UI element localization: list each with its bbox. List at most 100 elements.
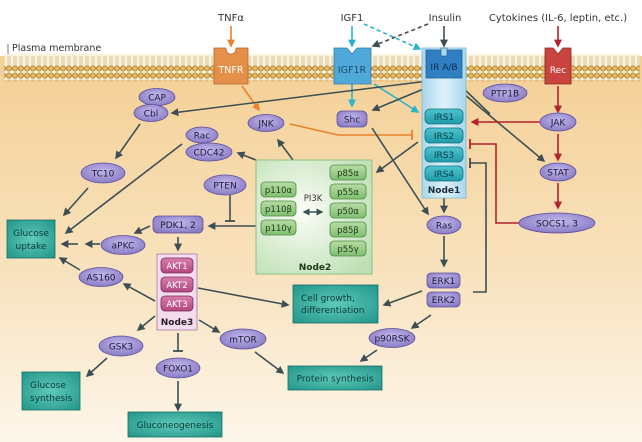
- akt1[interactable]: AKT1: [160, 257, 194, 274]
- protein-mtor[interactable]: mTOR: [219, 328, 267, 350]
- p110-beta-label: p110β: [265, 205, 292, 215]
- p110-beta[interactable]: p110β: [260, 200, 297, 217]
- node1-label: Node1: [428, 186, 461, 196]
- rac-label: Rac: [194, 132, 211, 142]
- cdc42-label: CDC42: [194, 149, 225, 159]
- edge-insulin-igf1r: [371, 23, 429, 48]
- p85-beta[interactable]: p85β: [329, 221, 367, 238]
- socs-label: SOCS1, 3: [536, 220, 578, 230]
- protein-gsk3[interactable]: GSK3: [98, 335, 144, 357]
- akt2-label: AKT2: [166, 281, 187, 291]
- receptor-rec[interactable]: Rec: [544, 47, 572, 85]
- receptor-igf1r[interactable]: IGF1R: [333, 47, 372, 85]
- protein-stat[interactable]: STAT: [539, 162, 577, 182]
- outcome-gluconeogenesis[interactable]: Gluconeogenesis: [127, 411, 223, 438]
- stat-label: STAT: [547, 169, 569, 179]
- irs1[interactable]: IRS1: [424, 108, 464, 125]
- edge-pi3k-cdc42: [236, 151, 257, 161]
- apkc-label: aPKC: [112, 242, 135, 252]
- p85-alpha[interactable]: p85α: [329, 164, 367, 181]
- edge-pdk-apkc: [133, 225, 151, 234]
- outcome-glucose-uptake[interactable]: Glucose uptake: [6, 219, 56, 259]
- protein-pten[interactable]: PTEN: [203, 174, 247, 196]
- erk2-label: ERK2: [432, 296, 456, 306]
- edge-p90rsk-protein-synthesis: [359, 349, 378, 362]
- receptor-tnfr[interactable]: TNFR: [213, 47, 249, 85]
- edge-igf1-ir: [363, 23, 422, 51]
- irs2-label: IRS2: [434, 132, 454, 142]
- protein-tc10[interactable]: TC10: [80, 162, 126, 184]
- edge-akt-gsk3: [136, 315, 156, 332]
- protein-pdk[interactable]: PDK1, 2: [152, 215, 204, 234]
- protein-cap[interactable]: CAP: [138, 88, 176, 106]
- p85-alpha-label: p85α: [337, 169, 359, 179]
- edge-igf1r-irs1: [373, 83, 420, 113]
- igf1r-label: IGF1R: [338, 65, 367, 76]
- protein-rac[interactable]: Rac: [185, 126, 219, 144]
- p55-gamma-label: p55γ: [337, 245, 358, 255]
- ligand-cytokines: Cytokines (IL-6, leptin, etc.): [489, 13, 627, 24]
- gsk3-label: GSK3: [109, 343, 133, 353]
- akt3[interactable]: AKT3: [160, 295, 194, 312]
- protein-ptp1b[interactable]: PTP1B: [482, 83, 528, 103]
- pdk-label: PDK1, 2: [160, 221, 195, 231]
- protein-as160[interactable]: AS160: [78, 267, 124, 287]
- p50-alpha[interactable]: p50α: [329, 202, 367, 219]
- ras-label: Ras: [436, 222, 453, 232]
- protein-p90rsk[interactable]: p90RSK: [368, 328, 416, 348]
- p90rsk-label: p90RSK: [374, 335, 410, 345]
- protein-cdc42[interactable]: CDC42: [185, 142, 233, 162]
- protein-foxo1[interactable]: FOXO1: [155, 357, 201, 379]
- edge-erk-p90rsk: [410, 314, 432, 329]
- edge-akt-as160: [122, 283, 156, 302]
- irs3[interactable]: IRS3: [424, 146, 464, 163]
- protein-jak[interactable]: JAK: [539, 112, 577, 132]
- p110-alpha[interactable]: p110α: [260, 181, 297, 198]
- membrane-label: Plasma membrane: [12, 43, 101, 54]
- cbl-label: Cbl: [144, 110, 159, 120]
- ligand-insulin: Insulin: [429, 13, 462, 24]
- protein-shc[interactable]: Shc: [336, 110, 368, 128]
- outcome-glucose-synthesis[interactable]: Glucose synthesis: [21, 371, 81, 411]
- p110-gamma[interactable]: p110γ: [260, 219, 297, 236]
- protein-apkc[interactable]: aPKC: [100, 235, 146, 255]
- edge-akt-mtor: [198, 319, 221, 333]
- edge-pi3k-jnk: [277, 138, 294, 161]
- p55-alpha[interactable]: p55α: [329, 183, 367, 200]
- p50-alpha-label: p50α: [337, 207, 359, 217]
- outcome-cell-growth[interactable]: Cell growth, differentiation: [292, 284, 379, 324]
- akt2[interactable]: AKT2: [160, 276, 194, 293]
- node2-label: Node2: [299, 263, 332, 273]
- node3-label: Node3: [161, 318, 194, 328]
- glucose-uptake-line2: uptake: [16, 242, 47, 252]
- jak-label: JAK: [550, 119, 567, 129]
- p110-gamma-label: p110γ: [265, 224, 292, 234]
- irs2[interactable]: IRS2: [424, 127, 464, 144]
- erk1-label: ERK1: [432, 277, 456, 287]
- edge-mtor-protein-synthesis: [254, 351, 285, 374]
- irs3-label: IRS3: [434, 151, 454, 161]
- tnfr-label: TNFR: [218, 65, 244, 76]
- node3: AKT1 AKT2 AKT3 Node3: [156, 253, 198, 331]
- edge-ir-cbl: [170, 79, 437, 117]
- outcome-protein-synthesis[interactable]: Protein synthesis: [287, 365, 383, 391]
- tc10-label: TC10: [91, 170, 115, 180]
- ligand-tnf-alpha: TNFα: [217, 13, 244, 24]
- edge-tc10-glucose-uptake: [62, 187, 89, 217]
- cap-label: CAP: [148, 94, 166, 104]
- protein-ras[interactable]: Ras: [426, 215, 462, 235]
- protein-jnk[interactable]: JNK: [247, 114, 285, 132]
- protein-socs[interactable]: SOCS1, 3: [518, 212, 596, 234]
- irs4[interactable]: IRS4: [424, 165, 464, 182]
- protein-erk2[interactable]: ERK2: [426, 291, 461, 308]
- as160-label: AS160: [86, 274, 115, 284]
- pi3k-label: PI3K: [304, 194, 323, 204]
- cell-growth-line1: Cell growth,: [301, 294, 355, 304]
- gluconeogenesis-label: Gluconeogenesis: [137, 421, 214, 431]
- mtor-label: mTOR: [229, 336, 257, 346]
- edge-gsk3-glucose-synthesis: [85, 357, 108, 378]
- protein-erk1[interactable]: ERK1: [426, 272, 461, 289]
- p55-gamma[interactable]: p55γ: [329, 240, 367, 257]
- protein-cbl[interactable]: Cbl: [133, 104, 169, 122]
